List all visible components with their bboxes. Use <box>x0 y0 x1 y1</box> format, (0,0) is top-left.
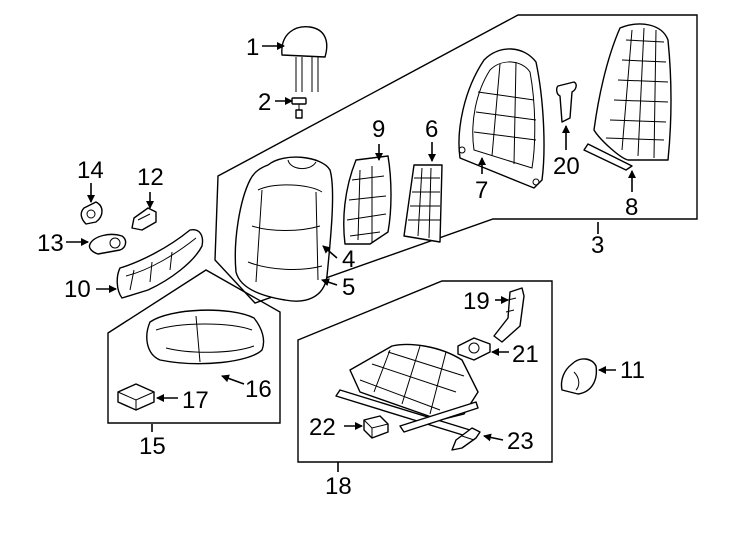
callout-4: 4 <box>342 246 355 273</box>
side-trim-part[interactable] <box>131 207 157 231</box>
lumbar-support-part[interactable] <box>403 164 443 243</box>
callout-9: 9 <box>372 116 385 143</box>
callout-6: 6 <box>425 116 438 143</box>
seat-back-cover-part[interactable] <box>234 156 334 302</box>
callout-22: 22 <box>309 414 336 441</box>
callout-19: 19 <box>463 288 490 315</box>
track-cover-part[interactable] <box>493 287 525 343</box>
headrest-guide-part[interactable] <box>291 97 307 119</box>
callout-12: 12 <box>137 164 164 191</box>
seat-module-part[interactable] <box>117 383 155 411</box>
callout-10: 10 <box>64 276 91 303</box>
callout-15: 15 <box>139 433 166 460</box>
seat-track-group-box <box>297 280 553 463</box>
callout-5: 5 <box>342 274 355 301</box>
height-adjuster-part[interactable] <box>457 337 491 361</box>
callout-1: 1 <box>246 34 259 61</box>
seat-back-group-box <box>214 14 698 304</box>
seat-back-panel-part[interactable] <box>583 23 672 171</box>
seat-track-part[interactable] <box>335 343 479 437</box>
callout-20: 20 <box>553 153 580 180</box>
seat-back-pad-part[interactable] <box>343 155 392 245</box>
callout-3: 3 <box>591 232 604 259</box>
callout-11: 11 <box>620 357 645 384</box>
callout-21: 21 <box>512 341 539 368</box>
callout-23: 23 <box>507 428 534 455</box>
callout-18: 18 <box>325 473 352 500</box>
right-trim-part[interactable] <box>560 358 598 395</box>
callout-13: 13 <box>37 230 64 257</box>
track-module-part[interactable] <box>363 415 389 439</box>
callout-8: 8 <box>625 194 638 221</box>
trim-cover-part[interactable] <box>80 201 103 225</box>
headrest-part[interactable] <box>281 26 328 92</box>
callout-14: 14 <box>77 157 104 184</box>
callout-2: 2 <box>258 89 271 116</box>
track-bracket-part[interactable] <box>451 427 481 451</box>
recliner-handle-part[interactable] <box>88 233 127 255</box>
callout-16: 16 <box>245 376 272 403</box>
callout-17: 17 <box>182 387 209 414</box>
seat-cushion-group-box <box>107 269 281 424</box>
back-bracket-part[interactable] <box>555 81 577 123</box>
seat-cushion-part[interactable] <box>146 309 265 365</box>
callout-7: 7 <box>475 177 488 204</box>
seat-back-frame-part[interactable] <box>458 48 545 189</box>
side-shield-part[interactable] <box>116 229 204 299</box>
